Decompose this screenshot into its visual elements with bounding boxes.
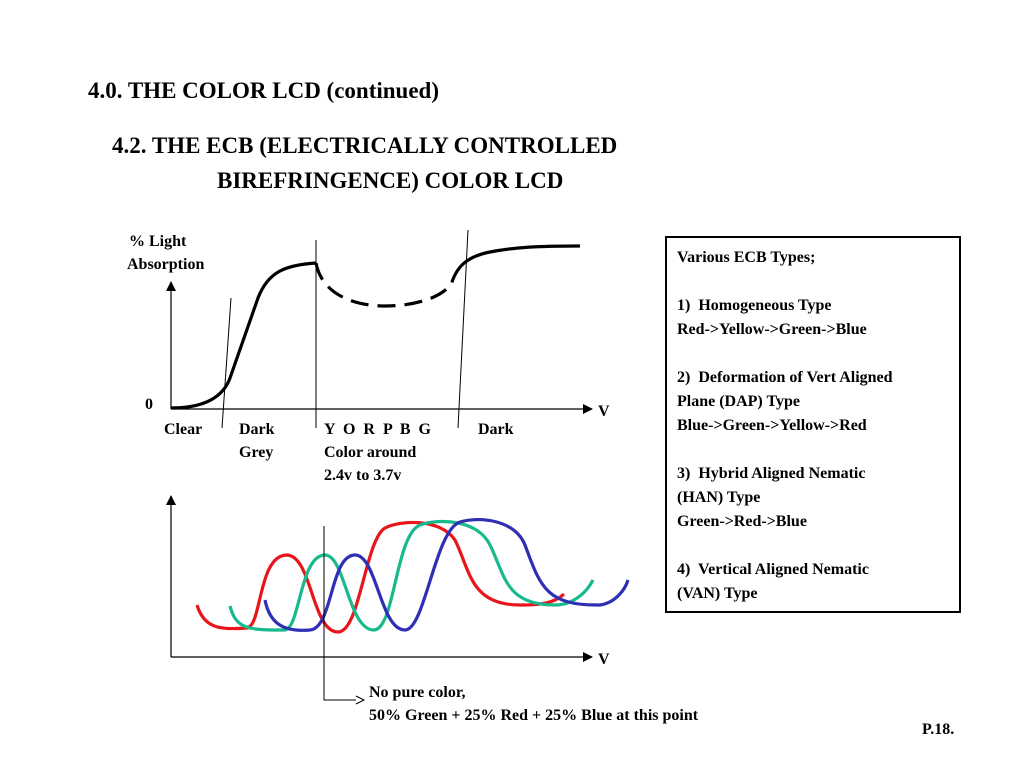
- note-pointer-arrowhead: [355, 695, 366, 705]
- ecb-type-3-line2: (HAN) Type: [677, 489, 761, 506]
- region-label-color-around: Color around: [324, 444, 417, 461]
- divider-clear-darkgrey: [221, 297, 232, 429]
- region-label-colors: Y O R P B G: [324, 421, 431, 438]
- ecb-types-box: Various ECB Types; 1) Homogeneous Type R…: [665, 236, 961, 613]
- absorption-curve-rise: [170, 261, 317, 410]
- ecb-type-2-line3: Blue->Green->Yellow->Red: [677, 417, 867, 434]
- section-title-line2: BIREFRINGENCE) COLOR LCD: [217, 168, 564, 193]
- page-number: P.18.: [922, 721, 955, 738]
- ecb-type-2-line1: 2) Deformation of Vert Aligned: [677, 369, 893, 386]
- region-label-dark-grey-1: Dark: [239, 421, 275, 438]
- green-wave: [228, 519, 595, 632]
- note-line2: 50% Green + 25% Red + 25% Blue at this p…: [369, 707, 699, 724]
- origin-label: 0: [145, 396, 153, 413]
- ecb-types-title: Various ECB Types;: [677, 249, 816, 266]
- note-pointer: [323, 526, 356, 701]
- ecb-type-3-line1: 3) Hybrid Aligned Nematic: [677, 465, 866, 482]
- region-label-dark-grey-2: Grey: [239, 444, 274, 461]
- blue-wave: [263, 517, 630, 632]
- ecb-type-3-line3: Green->Red->Blue: [677, 513, 807, 530]
- top-x-axis-label: V: [598, 403, 610, 420]
- ecb-type-4-line2: (VAN) Type: [677, 585, 758, 602]
- region-label-voltage-range: 2.4v to 3.7v: [324, 467, 402, 484]
- note-line1: No pure color,: [369, 684, 466, 701]
- absorption-curve-dip: [314, 262, 454, 308]
- ecb-type-1-line1: 1) Homogeneous Type: [677, 297, 832, 314]
- section-title-line1: 4.2. THE ECB (ELECTRICALLY CONTROLLED: [112, 133, 618, 158]
- bottom-x-axis-label: V: [598, 651, 610, 668]
- region-label-dark: Dark: [478, 421, 514, 438]
- absorption-curve-plateau: [450, 244, 581, 283]
- red-wave: [195, 520, 566, 634]
- page-title: 4.0. THE COLOR LCD (continued): [88, 78, 440, 103]
- y-axis-label-line1: % Light: [129, 233, 187, 250]
- ecb-type-2-line2: Plane (DAP) Type: [677, 393, 800, 410]
- ecb-type-4-line1: 4) Vertical Aligned Nematic: [677, 561, 869, 578]
- y-axis-label-line2: Absorption: [127, 256, 205, 273]
- ecb-type-1-line2: Red->Yellow->Green->Blue: [677, 321, 867, 338]
- region-label-clear: Clear: [164, 421, 203, 438]
